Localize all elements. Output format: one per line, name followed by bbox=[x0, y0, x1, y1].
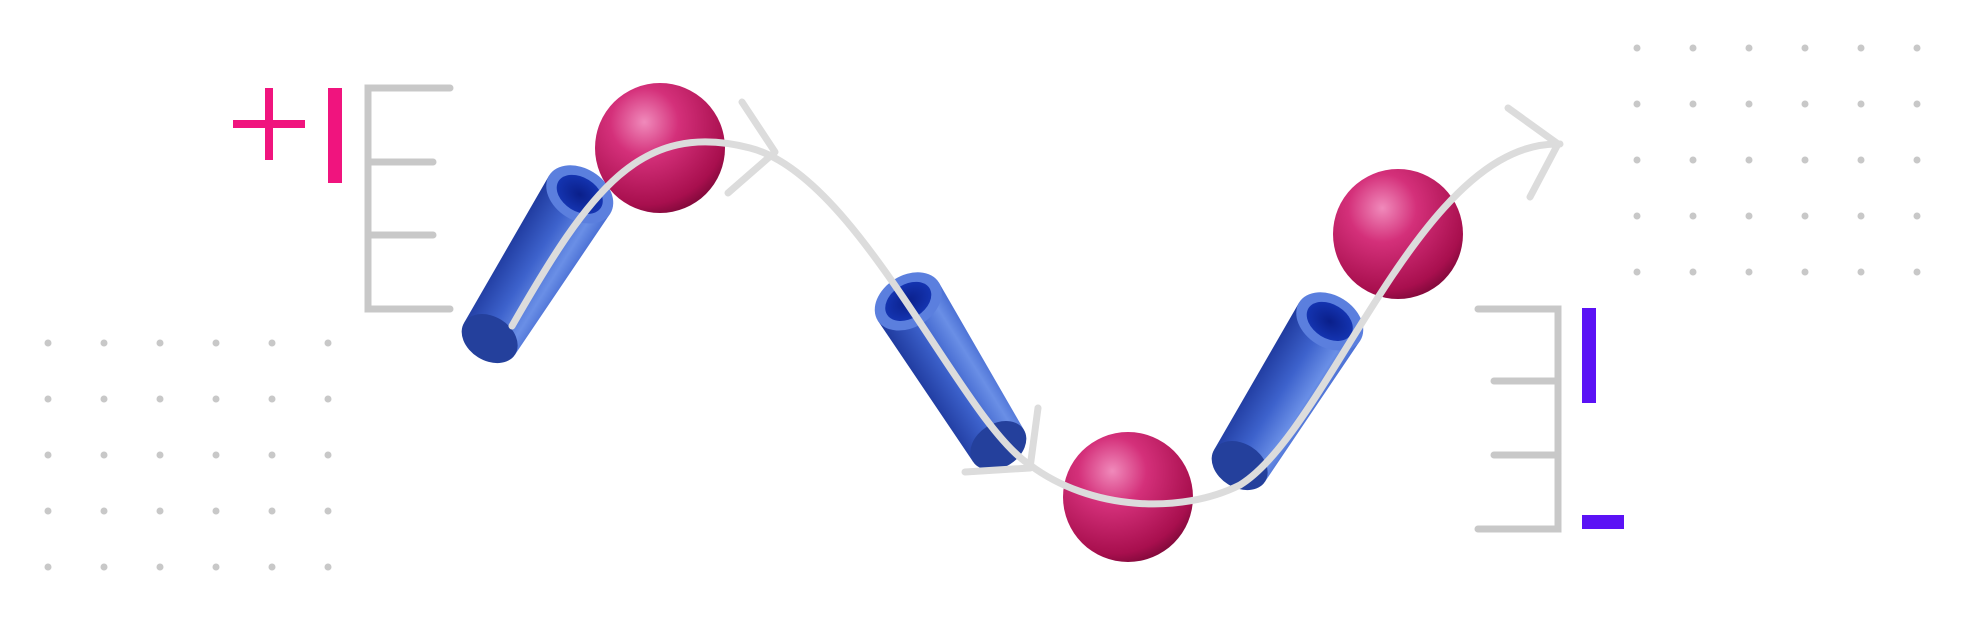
grid-dot bbox=[1857, 44, 1865, 52]
grid-dot bbox=[268, 339, 276, 347]
arrowhead-1 bbox=[724, 98, 779, 197]
grid-dot bbox=[100, 507, 108, 515]
grid-dot bbox=[212, 563, 220, 571]
grid-dot bbox=[324, 507, 332, 515]
grid-dot bbox=[156, 339, 164, 347]
grid-dot bbox=[44, 395, 52, 403]
grid-dot bbox=[1801, 212, 1809, 220]
grid-dot bbox=[268, 563, 276, 571]
grid-dot bbox=[1745, 100, 1753, 108]
grid-dot bbox=[1857, 212, 1865, 220]
grid-dot bbox=[156, 507, 164, 515]
grid-dot bbox=[100, 451, 108, 459]
right-bracket-guide bbox=[1474, 305, 1562, 533]
grid-dot bbox=[44, 507, 52, 515]
grid-dot bbox=[1857, 156, 1865, 164]
grid-dot bbox=[1633, 268, 1641, 276]
grid-dot bbox=[1689, 268, 1697, 276]
grid-dot bbox=[156, 395, 164, 403]
grid-dot bbox=[212, 451, 220, 459]
arrowhead-2 bbox=[961, 404, 1042, 476]
grid-dot bbox=[1913, 100, 1921, 108]
grid-dot bbox=[1689, 156, 1697, 164]
grid-dot bbox=[1801, 100, 1809, 108]
positive-bar bbox=[328, 88, 342, 183]
grid-dot bbox=[268, 507, 276, 515]
grid-dot bbox=[1689, 44, 1697, 52]
grid-dot bbox=[1801, 156, 1809, 164]
grid-dot bbox=[268, 451, 276, 459]
grid-dot bbox=[324, 563, 332, 571]
grid-dot bbox=[44, 339, 52, 347]
grid-dot bbox=[1801, 268, 1809, 276]
grid-dot bbox=[156, 563, 164, 571]
grid-dot bbox=[1745, 44, 1753, 52]
grid-dot bbox=[1913, 268, 1921, 276]
grid-dot bbox=[1857, 268, 1865, 276]
grid-dot bbox=[268, 395, 276, 403]
grid-dot bbox=[100, 339, 108, 347]
minus-icon bbox=[1582, 515, 1624, 529]
grid-dot bbox=[324, 451, 332, 459]
grid-dot bbox=[1689, 212, 1697, 220]
grid-dot bbox=[1801, 44, 1809, 52]
grid-dot bbox=[324, 395, 332, 403]
grid-dot bbox=[100, 395, 108, 403]
grid-dot bbox=[1633, 212, 1641, 220]
grid-dot bbox=[1745, 212, 1753, 220]
charge-sphere-2 bbox=[1063, 432, 1193, 562]
charge-sphere-3 bbox=[1333, 169, 1463, 299]
flow-arrow bbox=[508, 98, 1564, 508]
grid-dot bbox=[44, 563, 52, 571]
negative-bar bbox=[1582, 308, 1596, 403]
grid-dot bbox=[1633, 44, 1641, 52]
grid-dot bbox=[1633, 156, 1641, 164]
grid-dot bbox=[212, 395, 220, 403]
grid-dot bbox=[1913, 156, 1921, 164]
grid-dot bbox=[212, 339, 220, 347]
dot-grid-right bbox=[1633, 44, 1921, 276]
arrowhead-3 bbox=[1504, 104, 1562, 201]
left-bracket-guide bbox=[364, 84, 454, 313]
channel-tube-1 bbox=[461, 165, 614, 364]
grid-dot bbox=[44, 451, 52, 459]
grid-dot bbox=[1745, 156, 1753, 164]
grid-dot bbox=[156, 451, 164, 459]
grid-dot bbox=[1633, 100, 1641, 108]
grid-dot bbox=[1689, 100, 1697, 108]
grid-dot bbox=[100, 563, 108, 571]
grid-dot bbox=[1745, 268, 1753, 276]
grid-dot bbox=[324, 339, 332, 347]
plus-icon bbox=[233, 88, 305, 160]
channel-tube-3 bbox=[1211, 292, 1364, 491]
grid-dot bbox=[212, 507, 220, 515]
grid-dot bbox=[1857, 100, 1865, 108]
grid-dot bbox=[1913, 212, 1921, 220]
dot-grid-left bbox=[44, 339, 332, 571]
grid-dot bbox=[1913, 44, 1921, 52]
